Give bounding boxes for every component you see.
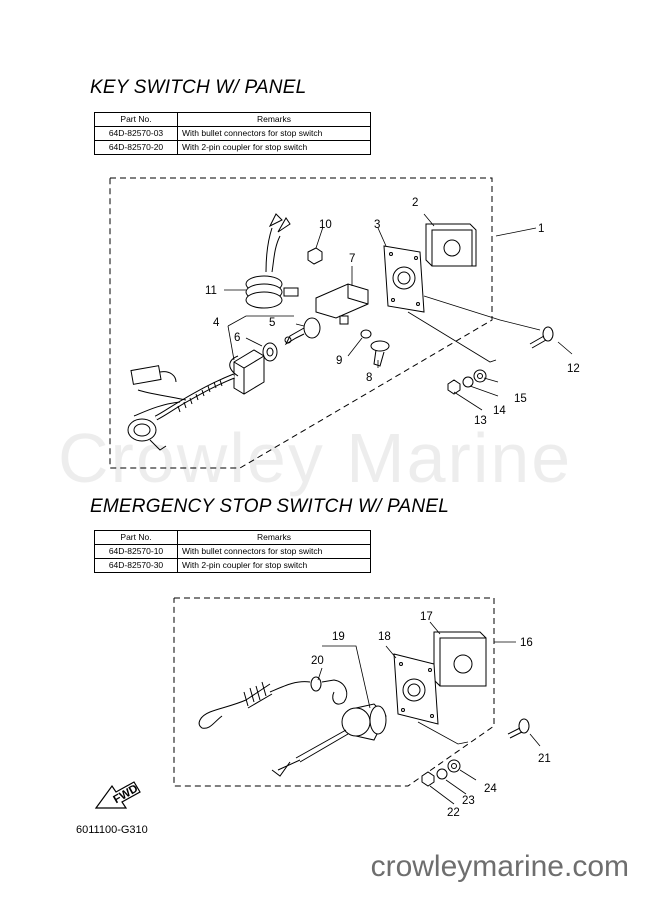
callout-17: 17 — [420, 611, 433, 623]
callout-14: 14 — [493, 405, 506, 417]
callout-4: 4 — [213, 317, 220, 329]
table-row: 64D-82570-03 With bullet connectors for … — [94, 126, 371, 141]
section-title-key-switch: KEY SWITCH W/ PANEL — [90, 77, 307, 98]
callout-10: 10 — [319, 219, 332, 231]
screw-part-8 — [370, 340, 390, 367]
callout-24: 24 — [484, 783, 497, 795]
callout-11: 11 — [205, 285, 217, 297]
remarks-cell: With 2-pin coupler for stop switch — [177, 558, 371, 573]
washer-part-15 — [473, 369, 487, 383]
callout-9: 9 — [336, 355, 342, 367]
table-row: 64D-82570-20 With 2-pin coupler for stop… — [94, 140, 371, 155]
washer-part-9 — [360, 329, 372, 339]
lanyard-part-20 — [198, 676, 348, 729]
parts-table-key-switch: Part No. Remarks 64D-82570-03 With bulle… — [94, 112, 371, 155]
callout-12: 12 — [567, 363, 580, 375]
callout-18: 18 — [378, 631, 391, 643]
parts-table-emergency-stop: Part No. Remarks 64D-82570-10 With bulle… — [94, 530, 371, 573]
callout-1: 1 — [538, 223, 544, 235]
nut-part-22 — [421, 771, 435, 787]
section-title-emergency-stop: EMERGENCY STOP SWITCH W/ PANEL — [90, 496, 449, 517]
callout-2: 2 — [412, 197, 418, 209]
table-row: 64D-82570-30 With 2-pin coupler for stop… — [94, 558, 371, 573]
seal-plate-part-2 — [425, 223, 477, 267]
panel-part-18 — [393, 653, 439, 725]
stop-switch-part-19 — [271, 703, 387, 777]
bracket-part-7 — [315, 283, 369, 325]
washer-part-24 — [447, 759, 461, 773]
washer-part-14 — [462, 376, 474, 388]
nut-part-10 — [307, 247, 323, 265]
seal-part-17 — [433, 631, 487, 687]
callout-8: 8 — [366, 372, 372, 384]
panel-plate-part-3 — [383, 245, 425, 313]
callout-5: 5 — [269, 317, 275, 329]
callout-7: 7 — [349, 253, 355, 265]
callout-19: 19 — [332, 631, 345, 643]
callout-22: 22 — [447, 807, 460, 819]
callout-3: 3 — [374, 219, 380, 231]
footer-watermark: crowleymarine.com — [370, 850, 629, 883]
callout-13: 13 — [474, 415, 487, 427]
callout-20: 20 — [311, 655, 324, 667]
key-switch-part-4 — [127, 349, 265, 451]
callout-15: 15 — [514, 393, 527, 405]
callout-6: 6 — [234, 332, 240, 344]
callout-21: 21 — [538, 753, 551, 765]
washer-part-6 — [262, 342, 278, 362]
key-switch-dashed-frame — [109, 177, 493, 469]
grommet-part-11 — [245, 213, 299, 309]
figure-code: 6011100-G310 — [76, 824, 148, 836]
emergency-stop-dashed-frame — [173, 597, 495, 787]
screw-part-12 — [529, 326, 554, 349]
fwd-arrow-icon — [94, 781, 141, 809]
callout-23: 23 — [462, 795, 475, 807]
table-row: 64D-82570-10 With bullet connectors for … — [94, 544, 371, 559]
part-number-cell: 64D-82570-20 — [94, 140, 178, 155]
nut-part-13 — [447, 379, 461, 395]
remarks-cell: With 2-pin coupler for stop switch — [177, 140, 371, 155]
washer-part-23 — [436, 768, 448, 780]
callout-16: 16 — [520, 637, 533, 649]
watermark: Crowley Marine — [58, 419, 573, 497]
part-number-cell: 64D-82570-30 — [94, 558, 178, 573]
screw-part-21 — [507, 718, 530, 739]
key-part-5 — [284, 317, 321, 346]
